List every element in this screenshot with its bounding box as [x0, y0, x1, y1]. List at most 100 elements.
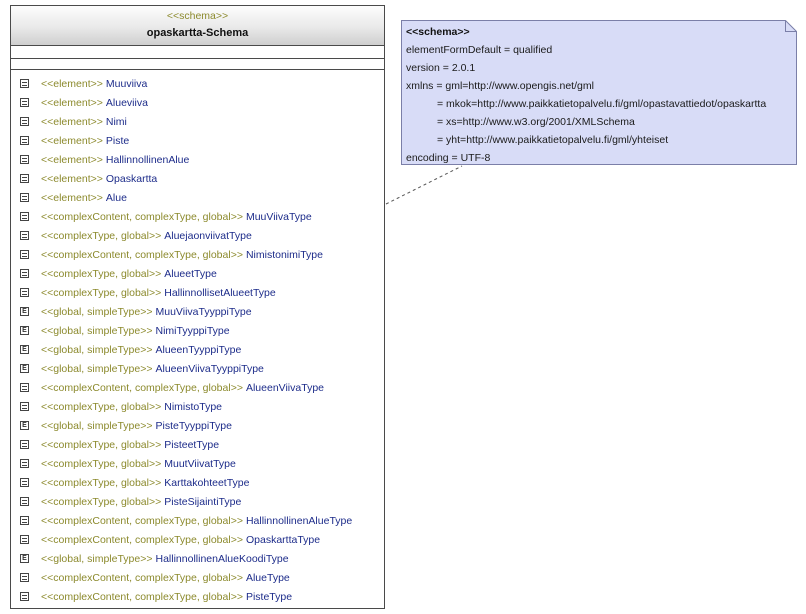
item-name: AluejaonviivatType — [164, 229, 252, 242]
schema-item[interactable]: <<complexContent, complexType, global>>M… — [11, 207, 384, 226]
note-line: elementFormDefault = qualified — [406, 44, 553, 56]
attribute-list-icon — [20, 383, 29, 392]
schema-item[interactable]: E<<global, simpleType>>AlueenViivaTyyppi… — [11, 359, 384, 378]
schema-item[interactable]: <<complexType, global>>AluejaonviivatTyp… — [11, 226, 384, 245]
class-stereotype: <<schema>> — [166, 10, 229, 22]
schema-item[interactable]: <<complexType, global>>MuutViivatType — [11, 454, 384, 473]
attribute-list-icon — [20, 288, 29, 297]
item-stereotype: <<global, simpleType>> — [41, 552, 153, 565]
note-line: = yht=http://www.paikkatietopalvelu.fi/g… — [437, 134, 669, 146]
item-name: Muuviiva — [105, 77, 148, 90]
item-name: HallinnollisetAlueetType — [164, 286, 276, 299]
item-stereotype: <<complexType, global>> — [41, 438, 162, 451]
note-shape — [401, 20, 797, 165]
schema-item[interactable]: <<element>>Muuviiva — [11, 74, 384, 93]
attribute-list-icon — [20, 478, 29, 487]
item-stereotype: <<global, simpleType>> — [41, 419, 153, 432]
schema-item[interactable]: <<complexContent, complexType, global>>N… — [11, 245, 384, 264]
item-stereotype: <<element>> — [41, 172, 103, 185]
attribute-list-icon — [20, 440, 29, 449]
item-stereotype: <<complexType, global>> — [41, 229, 162, 242]
item-name: MuutViivatType — [164, 457, 236, 470]
schema-item[interactable]: <<complexContent, complexType, global>>P… — [11, 587, 384, 606]
item-name: Nimi — [105, 115, 127, 128]
schema-class-box[interactable]: <<schema>> opaskartta-Schema <<element>>… — [10, 5, 385, 609]
schema-item[interactable]: <<complexContent, complexType, global>>O… — [11, 530, 384, 549]
item-name: NimistoType — [164, 400, 223, 413]
schema-note[interactable]: <<schema>> elementFormDefault = qualifie… — [401, 20, 797, 165]
schema-item[interactable]: <<element>>Piste — [11, 131, 384, 150]
enumeration-icon: E — [20, 364, 29, 373]
enumeration-icon: E — [20, 554, 29, 563]
enumeration-icon: E — [20, 421, 29, 430]
attribute-list-icon — [20, 231, 29, 240]
item-stereotype: <<complexType, global>> — [41, 457, 162, 470]
item-stereotype: <<global, simpleType>> — [41, 305, 153, 318]
item-stereotype: <<complexType, global>> — [41, 267, 162, 280]
item-stereotype: <<complexType, global>> — [41, 286, 162, 299]
enumeration-icon: E — [20, 345, 29, 354]
item-name: Piste — [105, 134, 130, 147]
note-line: = xs=http://www.w3.org/2001/XMLSchema — [437, 116, 635, 128]
item-name: AlueetType — [164, 267, 217, 280]
attribute-list-icon — [20, 573, 29, 582]
schema-item[interactable]: <<complexType, global>>HallinnollisetAlu… — [11, 283, 384, 302]
schema-item[interactable]: E<<global, simpleType>>MuuViivaTyyppiTyp… — [11, 302, 384, 321]
item-name: NimistonimiType — [245, 248, 323, 261]
attribute-list-icon — [20, 269, 29, 278]
class-header: <<schema>> opaskartta-Schema — [11, 6, 384, 46]
item-stereotype: <<complexContent, complexType, global>> — [41, 590, 243, 603]
attribute-list-icon — [20, 98, 29, 107]
item-stereotype: <<complexType, global>> — [41, 400, 162, 413]
schema-item[interactable]: <<complexType, global>>NimistoType — [11, 397, 384, 416]
attribute-list-icon — [20, 592, 29, 601]
attributes-compartment — [11, 46, 384, 59]
item-name: Opaskartta — [105, 172, 158, 185]
schema-item[interactable]: <<element>>Alue — [11, 188, 384, 207]
item-stereotype: <<element>> — [41, 153, 103, 166]
attribute-list-icon — [20, 212, 29, 221]
item-name: PisteetType — [164, 438, 220, 451]
item-stereotype: <<global, simpleType>> — [41, 324, 153, 337]
schema-item[interactable]: <<complexType, global>>KarttakohteetType — [11, 473, 384, 492]
schema-item[interactable]: <<complexContent, complexType, global>>A… — [11, 378, 384, 397]
item-name: PisteTyyppiType — [155, 419, 232, 432]
item-name: NimiTyyppiType — [155, 324, 230, 337]
item-name: HallinnollinenAlue — [105, 153, 190, 166]
schema-item[interactable]: E <<global, simpleType>>HallinnollinenAlu… — [11, 549, 384, 568]
schema-item[interactable]: <<complexType, global>>PisteSijaintiType — [11, 492, 384, 511]
schema-item[interactable]: <<element>>HallinnollinenAlue — [11, 150, 384, 169]
item-stereotype: <<element>> — [41, 77, 103, 90]
item-name: Alueviiva — [105, 96, 148, 109]
item-stereotype: <<complexContent, complexType, global>> — [41, 533, 243, 546]
item-name: HallinnollinenAlueKoodiType — [155, 552, 289, 565]
attribute-list-icon — [20, 136, 29, 145]
item-stereotype: <<complexContent, complexType, global>> — [41, 381, 243, 394]
schema-item[interactable]: <<complexContent, complexType, global>>A… — [11, 568, 384, 587]
schema-item[interactable]: <<complexContent, complexType, global>>H… — [11, 511, 384, 530]
schema-item[interactable]: <<element>>Alueviiva — [11, 93, 384, 112]
item-name: MuuViivaType — [245, 210, 312, 223]
item-name: KarttakohteetType — [164, 476, 250, 489]
schema-item[interactable]: E<<global, simpleType>>NimiTyyppiType — [11, 321, 384, 340]
schema-item[interactable]: <<complexType, global>>AlueetType — [11, 264, 384, 283]
item-stereotype: <<element>> — [41, 134, 103, 147]
schema-item[interactable]: <<element>>Opaskartta — [11, 169, 384, 188]
attribute-list-icon — [20, 535, 29, 544]
attribute-list-icon — [20, 79, 29, 88]
schema-item[interactable]: <<complexType, global>>PisteetType — [11, 435, 384, 454]
schema-item[interactable]: E <<global, simpleType>>PisteTyyppiType — [11, 416, 384, 435]
item-name: AlueType — [245, 571, 290, 584]
attribute-list-icon — [20, 193, 29, 202]
item-stereotype: <<element>> — [41, 191, 103, 204]
schema-item[interactable]: E<<global, simpleType>>AlueenTyyppiType — [11, 340, 384, 359]
item-name: Alue — [105, 191, 127, 204]
item-stereotype: <<global, simpleType>> — [41, 343, 153, 356]
item-name: MuuViivaTyyppiType — [155, 305, 252, 318]
class-title: opaskartta-Schema — [146, 27, 249, 39]
attribute-list-icon — [20, 497, 29, 506]
item-stereotype: <<complexType, global>> — [41, 495, 162, 508]
schema-items-list: <<element>>Muuviiva<<element>>Alueviiva<… — [11, 70, 384, 606]
schema-item[interactable]: <<element>>Nimi — [11, 112, 384, 131]
attribute-list-icon — [20, 250, 29, 259]
